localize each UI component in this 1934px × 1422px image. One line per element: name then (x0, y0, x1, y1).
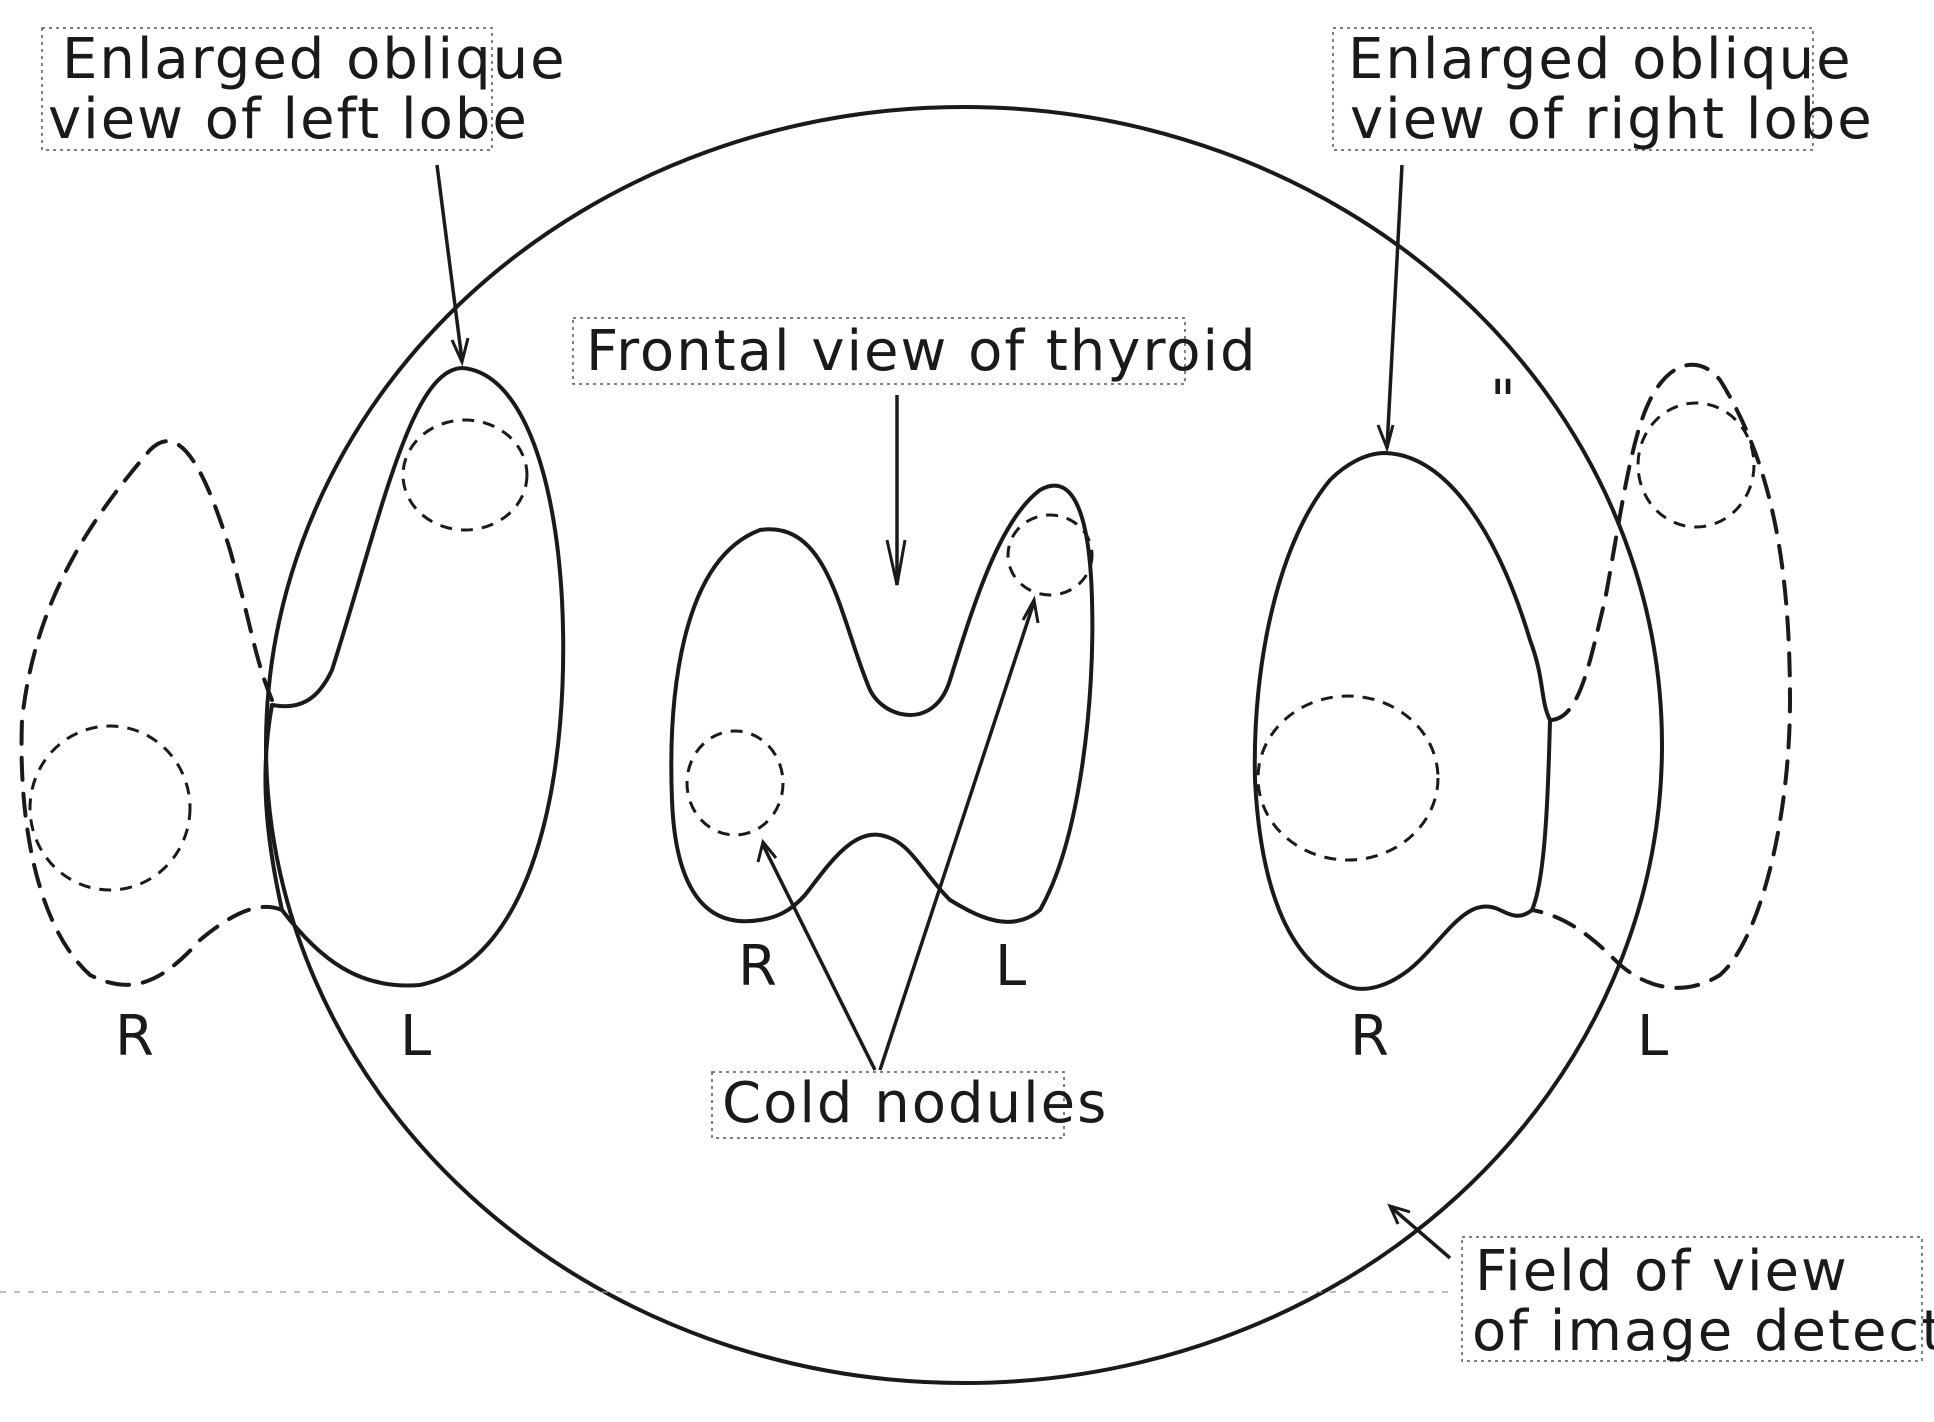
right-group-lower-nodule (1258, 696, 1438, 860)
left-group-R-label: R (115, 1004, 154, 1069)
left-title-line1: Enlarged oblique (62, 27, 567, 92)
frontal-right-nodule (687, 731, 783, 835)
field-of-view-line2: of image detector (1472, 1299, 1934, 1364)
stray-quote-mark: " (1490, 369, 1516, 434)
frontal-thyroid-outline (671, 486, 1092, 922)
left-group-L-label: L (400, 1004, 431, 1069)
right-group-solid-lobe (1255, 453, 1550, 989)
right-oblique-group: " (1255, 165, 1790, 989)
frontal-L-label: L (995, 934, 1026, 999)
field-of-view-circle (266, 107, 1662, 1383)
right-group-L-label: L (1637, 1004, 1668, 1069)
right-title-line1: Enlarged oblique (1348, 27, 1853, 92)
cold-nodules-label: Cold nodules (722, 1071, 1108, 1136)
right-group-upper-nodule (1638, 403, 1754, 527)
left-group-solid-lobe (265, 368, 563, 986)
right-group-dashed-lobe (1532, 365, 1790, 988)
field-of-view-line1: Field of view (1475, 1239, 1849, 1304)
left-group-lower-nodule (30, 726, 190, 890)
left-group-pointer-arrow (437, 165, 462, 360)
frontal-title: Frontal view of thyroid (586, 319, 1258, 384)
left-group-dashed-lobe (22, 441, 282, 985)
frontal-left-nodule (1008, 515, 1092, 595)
right-group-pointer-arrow (1387, 165, 1402, 448)
left-group-upper-nodule (403, 420, 527, 530)
right-group-pointer-arrowhead (1378, 425, 1393, 448)
cold-nodule-arrow-left (880, 605, 1033, 1070)
right-title-line2: view of right lobe (1350, 87, 1874, 152)
field-of-view-pointer-arrow (1392, 1208, 1450, 1258)
frontal-thyroid-group (671, 395, 1092, 1070)
left-title-line2: view of left lobe (48, 87, 529, 152)
frontal-R-label: R (738, 934, 777, 999)
right-group-R-label: R (1350, 1004, 1389, 1069)
